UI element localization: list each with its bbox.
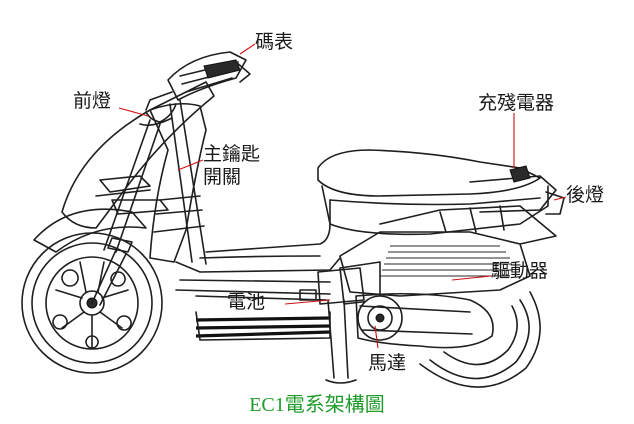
seat-rear-body xyxy=(317,149,565,245)
diagram-caption: EC1電系架構圖 xyxy=(249,394,385,416)
label-motor: 馬達 xyxy=(368,352,407,374)
label-meter: 碼表 xyxy=(255,31,294,53)
label-charger: 充殘電器 xyxy=(478,92,555,114)
leader-battery xyxy=(284,299,331,305)
leader-motor xyxy=(374,325,379,349)
label-key-switch-line1: 主鑰匙 xyxy=(203,143,261,165)
label-driver: 驅動器 xyxy=(491,260,549,282)
leader-key-switch xyxy=(177,159,204,171)
label-battery: 電池 xyxy=(227,291,266,313)
rear-wheel xyxy=(419,291,541,388)
handlebar-meter xyxy=(145,51,251,111)
front-body xyxy=(61,81,215,265)
drive-assembly xyxy=(339,231,531,349)
label-key-switch-line2: 開關 xyxy=(203,166,242,188)
leader-headlight xyxy=(118,107,149,117)
label-headlight: 前燈 xyxy=(73,90,112,112)
frame xyxy=(175,199,341,341)
leader-lines xyxy=(118,43,567,349)
kickstand xyxy=(299,267,365,384)
leader-driver xyxy=(451,275,492,281)
label-taillight: 後燈 xyxy=(566,184,605,206)
leader-meter xyxy=(239,43,256,55)
leader-taillight xyxy=(553,196,567,201)
